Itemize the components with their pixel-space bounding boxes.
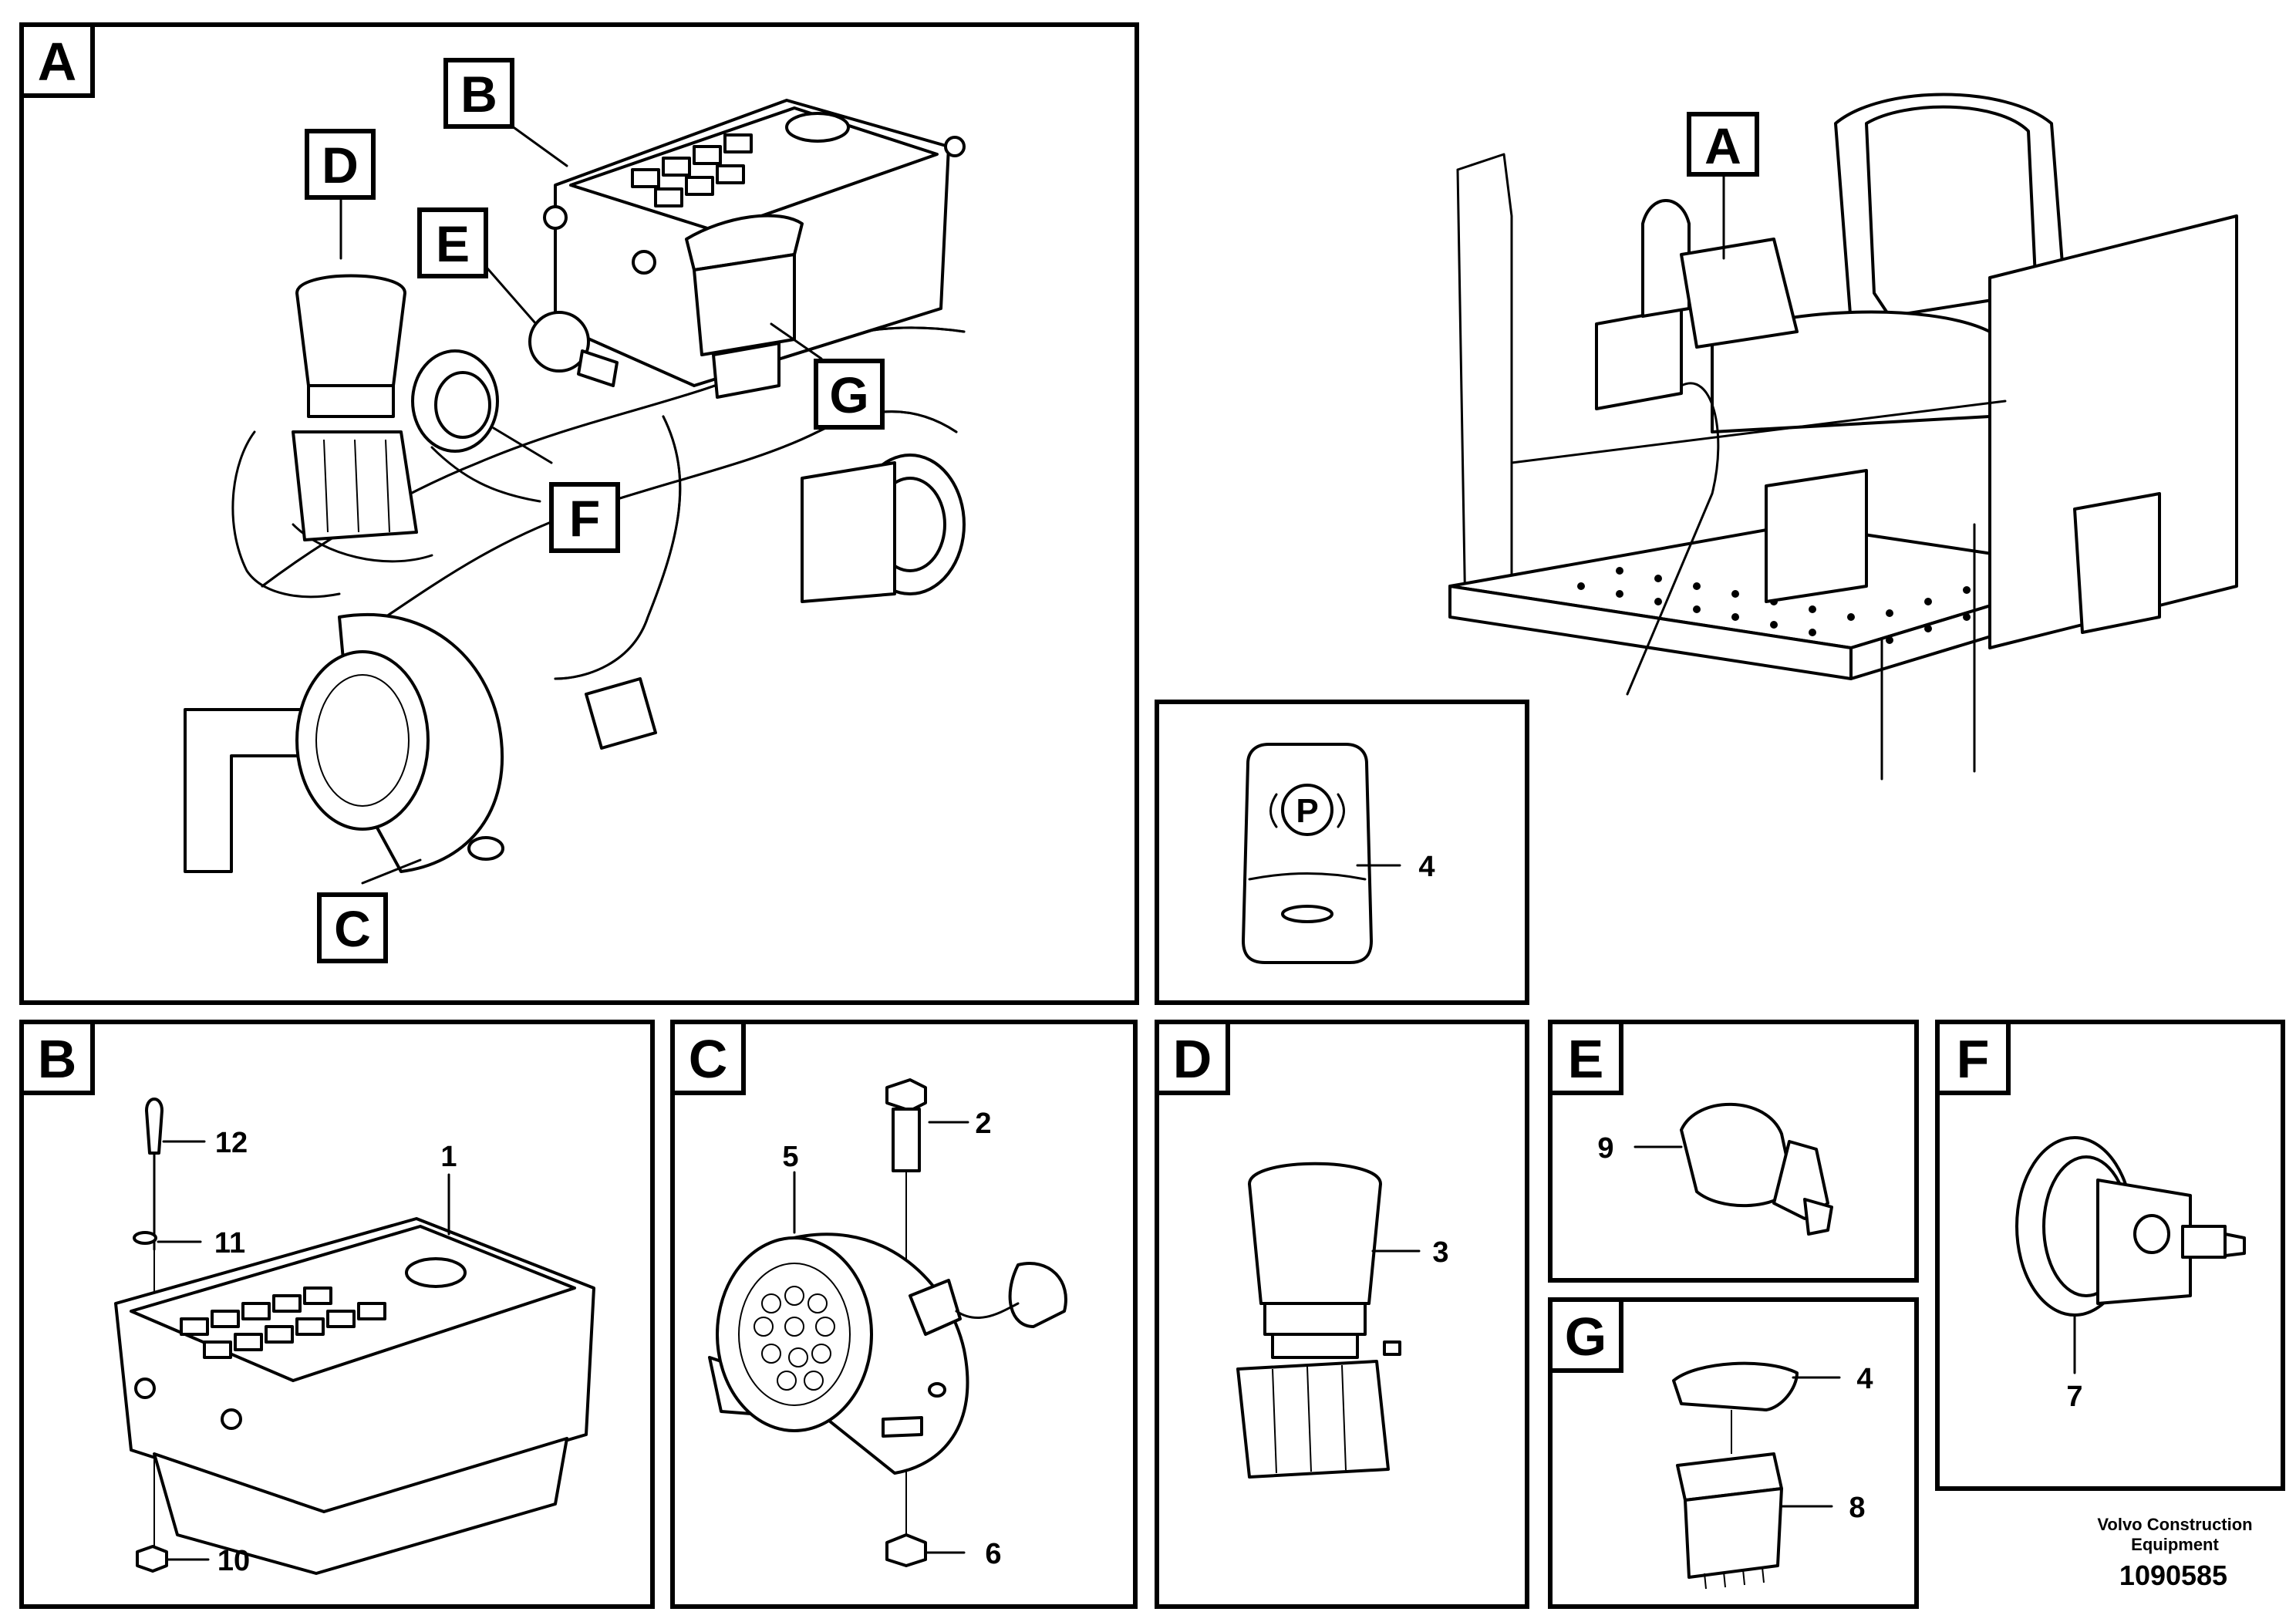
panel-c: C 2 5 6 — [670, 1020, 1138, 1609]
overview-callout-g: G — [770, 322, 885, 430]
part-number-3: 3 — [1432, 1236, 1448, 1269]
svg-text:C: C — [334, 900, 371, 957]
panel-d-tag — [1155, 1020, 1230, 1095]
company-line-1: Volvo Construction — [2097, 1515, 2252, 1534]
overview-callout-e: E — [417, 207, 538, 325]
overview-callout-d: D — [305, 129, 376, 260]
svg-text:E: E — [436, 215, 470, 272]
panel-d-frame — [1155, 1020, 1529, 1609]
svg-text:D: D — [1173, 1029, 1212, 1089]
part-number-1: 1 — [440, 1141, 457, 1173]
part-number-11: 11 — [214, 1227, 245, 1259]
svg-text:E: E — [1568, 1029, 1604, 1089]
part-number-4-panel-g: 4 — [1856, 1363, 1873, 1395]
emergency-stop-button — [1236, 1162, 1401, 1479]
part-number-10: 10 — [217, 1545, 250, 1577]
panel-parking-brake-frame — [1155, 700, 1529, 1005]
panel-a-tag — [19, 22, 95, 98]
cab-floor-dots — [1577, 567, 2048, 644]
part-number-8: 8 — [1849, 1492, 1865, 1524]
overview-rotary-unit — [801, 454, 966, 603]
panel-f-frame — [1935, 1020, 2285, 1491]
company-line-2: Equipment — [2131, 1535, 2219, 1554]
overview-socket — [411, 349, 499, 453]
parking-brake-p-symbol-icon: P — [1269, 784, 1345, 836]
panel-c-tag — [670, 1020, 746, 1095]
svg-text:B: B — [38, 1029, 77, 1089]
panel-d: D 3 — [1155, 1020, 1529, 1609]
panel-e-frame — [1548, 1020, 1919, 1283]
svg-text:F: F — [1957, 1029, 1990, 1089]
svg-text:D: D — [322, 137, 359, 194]
overview-callout-c: C — [317, 858, 422, 963]
panel-f: F 7 — [1935, 1020, 2285, 1491]
svg-text:G: G — [1565, 1307, 1607, 1367]
panel-g: G 4 8 — [1548, 1297, 1919, 1609]
panel-b: B 12 11 10 — [19, 1020, 655, 1609]
overview-emergency-stop — [292, 274, 418, 541]
overview-indicator-lamp — [528, 311, 619, 387]
overview-alarm — [184, 612, 657, 873]
overview-callout-b: B — [443, 58, 568, 167]
drawing-footer: Volvo Construction Equipment 1090585 — [2097, 1515, 2252, 1591]
panel-a-frame — [19, 22, 1139, 1005]
panel-b-frame — [19, 1020, 655, 1609]
drawing-number: 1090585 — [2119, 1560, 2227, 1591]
overview-rocker-switch — [685, 214, 804, 399]
panel-c-frame — [670, 1020, 1138, 1609]
reverse-alarm — [708, 1233, 1067, 1475]
panel-parking-brake: P 4 — [1155, 700, 1529, 1005]
panel-b-tag — [19, 1020, 95, 1095]
panel-a: A — [19, 22, 1139, 1005]
switch-panel-box — [114, 1217, 595, 1575]
part-number-5: 5 — [782, 1141, 798, 1173]
panel-e: E 9 — [1548, 1020, 1919, 1283]
svg-text:P: P — [1296, 792, 1318, 830]
part-number-2: 2 — [975, 1108, 991, 1140]
svg-text:F: F — [569, 490, 600, 547]
panel-a-letter: A — [38, 32, 77, 92]
cab-letter: A — [1704, 117, 1741, 174]
part-number-12: 12 — [215, 1127, 248, 1159]
rocker-switch — [1672, 1361, 1799, 1590]
cab-callout-a: A — [1687, 112, 1759, 260]
panel-g-frame — [1548, 1297, 1919, 1609]
part-number-6: 6 — [985, 1538, 1001, 1570]
svg-text:G: G — [829, 366, 868, 423]
indicator-lamp — [1680, 1102, 1833, 1236]
panel-g-tag — [1548, 1297, 1623, 1373]
power-socket — [2015, 1136, 2246, 1317]
panel-e-tag — [1548, 1020, 1623, 1095]
part-number-9: 9 — [1597, 1132, 1613, 1165]
operator-cab: A — [1448, 93, 2238, 781]
svg-text:C: C — [689, 1029, 728, 1089]
part-number-4: 4 — [1418, 851, 1435, 883]
panel-f-tag — [1935, 1020, 2011, 1095]
overview-callout-f: F — [492, 427, 620, 553]
svg-text:B: B — [460, 66, 497, 123]
part-number-7: 7 — [2066, 1381, 2082, 1413]
